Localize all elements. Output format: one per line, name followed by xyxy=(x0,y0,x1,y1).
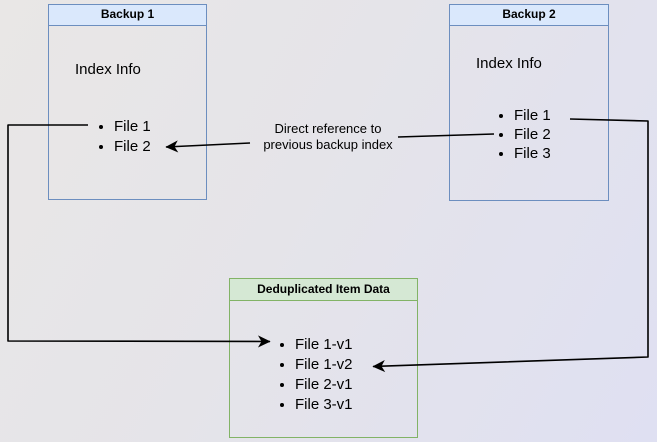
backup1-title: Backup 1 xyxy=(49,5,206,26)
edge-label-line2: previous backup index xyxy=(263,136,393,152)
backup2-file-list: File 1 File 2 File 3 xyxy=(450,106,551,163)
backup1-file-list: File 1 File 2 xyxy=(49,117,151,157)
list-item: File 1-v2 xyxy=(295,355,353,375)
backup2-title: Backup 2 xyxy=(450,5,608,26)
backup1-container: Backup 1 Index Info File 1 File 2 xyxy=(48,4,207,200)
list-item: File 1-v1 xyxy=(295,335,353,355)
list-item: File 3 xyxy=(514,144,551,163)
list-item: File 2 xyxy=(514,125,551,144)
list-item: File 1 xyxy=(114,117,151,137)
dedup-container: Deduplicated Item Data File 1-v1 File 1-… xyxy=(229,278,418,438)
dedup-item-list: File 1-v1 File 1-v2 File 2-v1 File 3-v1 xyxy=(230,335,353,415)
list-item: File 1 xyxy=(514,106,551,125)
list-item: File 3-v1 xyxy=(295,395,353,415)
edge-label-line1: Direct reference to xyxy=(274,121,382,136)
backup2-index-info-label: Index Info xyxy=(476,55,542,72)
edge-label-direct-reference: Direct reference to previous backup inde… xyxy=(248,121,408,152)
backup1-index-info-label: Index Info xyxy=(75,61,141,78)
dedup-title: Deduplicated Item Data xyxy=(230,279,417,301)
list-item: File 2-v1 xyxy=(295,375,353,395)
backup2-container: Backup 2 Index Info File 1 File 2 File 3 xyxy=(449,4,609,201)
list-item: File 2 xyxy=(114,137,151,157)
